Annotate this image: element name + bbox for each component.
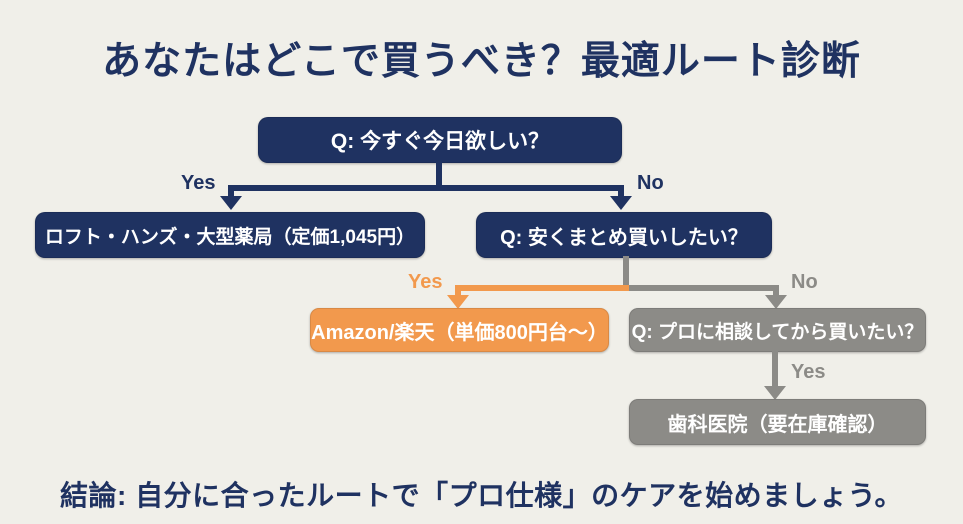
q2-yes-drop-line (455, 285, 461, 296)
result-node-store: ロフト・ハンズ・大型薬局（定価1,045円） (35, 212, 425, 258)
q2-no-arrow-icon (765, 295, 787, 309)
q2-no-drop-line (773, 285, 779, 296)
q2-no-label: No (791, 271, 818, 293)
q1-yes-drop-line (228, 185, 234, 197)
q1-no-arrow-icon (610, 196, 632, 210)
q2-yes-branch-line (455, 285, 629, 291)
decision-node-q3: Q: プロに相談してから買いたい？ (629, 308, 926, 352)
decision-node-q2: Q: 安くまとめ買いしたい？ (476, 212, 772, 258)
q2-yes-arrow-icon (447, 295, 469, 309)
q1-branch-line (228, 185, 624, 191)
q1-stub-line (436, 161, 442, 189)
result-node-online: Amazon/楽天（単価800円台〜） (310, 308, 609, 352)
q1-no-label: No (637, 172, 664, 194)
q2-stub-line (623, 256, 629, 291)
result-node-dental: 歯科医院（要在庫確認） (629, 399, 926, 445)
q1-yes-label: Yes (181, 172, 216, 194)
q3-yes-arrow-icon (764, 386, 786, 400)
conclusion-text: 結論: 自分に合ったルートで「プロ仕様」のケアを始めましょう。 (60, 480, 903, 511)
q1-yes-arrow-icon (220, 196, 242, 210)
q2-yes-label: Yes (408, 271, 443, 293)
q3-yes-label: Yes (791, 361, 826, 383)
page-title: あなたはどこで買うべき？最適ルート診断 (102, 40, 861, 83)
q1-no-drop-line (618, 185, 624, 197)
q2-no-branch-line (629, 285, 779, 291)
q3-yes-line (772, 351, 778, 387)
decision-node-q1: Q: 今すぐ今日欲しい？ (258, 117, 622, 163)
